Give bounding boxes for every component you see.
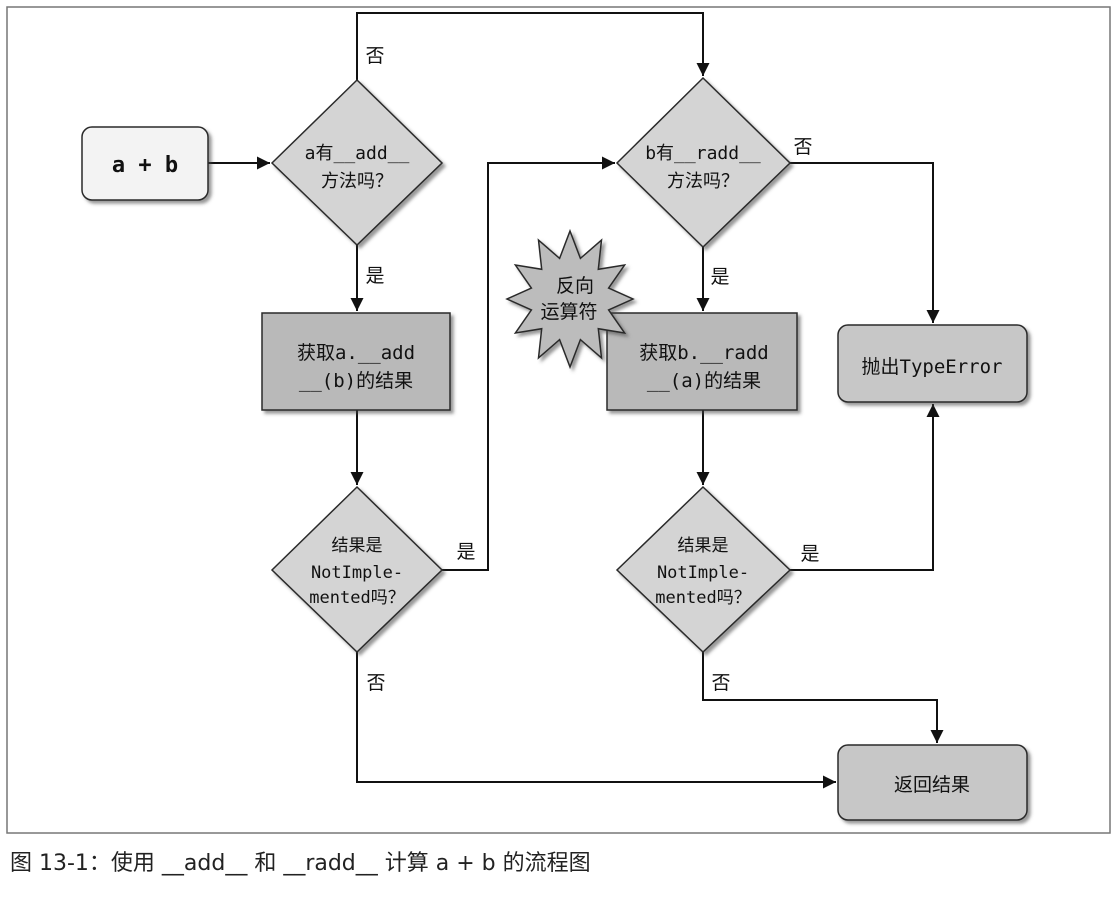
decision-radd-not-implemented-line-2: NotImple- — [657, 563, 749, 583]
terminal-return-result: 返回结果 — [837, 744, 1028, 821]
decision-radd-not-implemented-diamond — [615, 485, 792, 654]
decision-has-add: a有__add__ 方法吗？ — [270, 78, 444, 247]
decision-has-add-line-1: a有__add__ — [305, 143, 410, 164]
decision-add-not-implemented-line-2: NotImple- — [311, 563, 403, 583]
process-call-add-line-1: 获取a.__add — [297, 342, 415, 364]
figure-caption: 图 13-1：使用 __add__ 和 __radd__ 计算 a + b 的流… — [10, 851, 591, 876]
edge-add-implemented: 否 — [356, 652, 836, 789]
decision-has-radd-line-2: 方法吗？ — [667, 171, 739, 192]
terminal-raise-typeerror-box — [837, 324, 1028, 403]
decision-radd-not-implemented-line-3: mented吗？ — [655, 588, 750, 608]
edge-radd-present: 是 — [696, 247, 730, 311]
terminal-raise-typeerror: 抛出TypeError — [837, 324, 1028, 403]
process-call-add-box — [261, 312, 451, 411]
edge-add-not-implemented: 是 — [442, 156, 615, 571]
edge-label-radd-missing: 否 — [793, 136, 812, 158]
reflected-operator-line-1: 反向 — [556, 275, 594, 297]
reflected-operator-line-2: 运算符 — [540, 301, 597, 323]
decision-has-add-diamond — [270, 78, 444, 247]
decision-add-not-implemented: 结果是 NotImple- mented吗？ — [270, 485, 444, 654]
reflected-operator-star — [505, 228, 635, 370]
edge-label-radd-present: 是 — [710, 266, 729, 288]
edge-add-missing: 否 — [356, 12, 710, 80]
process-call-radd-line-1: 获取b.__radd — [639, 342, 769, 364]
decision-radd-not-implemented: 结果是 NotImple- mented吗？ — [615, 485, 792, 654]
process-call-add-line-2: __(b)的结果 — [299, 370, 413, 392]
decision-radd-not-implemented-line-1: 结果是 — [678, 536, 729, 556]
start-node-box — [81, 126, 209, 201]
edge-radd-implemented: 否 — [702, 652, 944, 743]
terminal-return-result-box — [837, 744, 1028, 821]
decision-has-add-line-2: 方法吗？ — [321, 171, 393, 192]
edge-add-present: 是 — [350, 245, 385, 311]
decision-add-not-implemented-line-3: mented吗？ — [309, 588, 404, 608]
process-call-radd-box — [606, 312, 798, 411]
edge-radd-missing: 否 — [790, 136, 940, 323]
edge-label-radd-implemented: 否 — [711, 672, 730, 694]
process-call-add: 获取a.__add __(b)的结果 — [261, 312, 451, 411]
terminal-return-result-label: 返回结果 — [894, 774, 970, 796]
decision-add-not-implemented-line-1: 结果是 — [332, 536, 383, 556]
edge-label-add-present: 是 — [365, 265, 384, 287]
edge-radd-not-implemented: 是 — [790, 404, 940, 571]
edge-label-add-not-implemented: 是 — [456, 541, 475, 563]
terminal-raise-typeerror-label: 抛出TypeError — [862, 356, 1003, 378]
reflected-operator-badge: 反向 运算符 — [505, 228, 635, 370]
decision-has-radd-line-1: b有__radd__ — [645, 143, 761, 164]
edge-label-add-implemented: 否 — [366, 672, 385, 694]
edge-label-add-missing: 否 — [365, 45, 384, 67]
decision-has-radd-diamond — [615, 76, 792, 249]
edge-label-radd-not-implemented: 是 — [800, 543, 819, 565]
decision-has-radd: b有__radd__ 方法吗？ — [615, 76, 792, 249]
start-node: a + b — [81, 126, 209, 201]
process-call-radd-line-2: __(a)的结果 — [647, 370, 761, 392]
process-call-radd: 获取b.__radd __(a)的结果 — [606, 312, 798, 411]
start-node-label: a + b — [112, 153, 178, 178]
decision-add-not-implemented-diamond — [270, 485, 444, 654]
